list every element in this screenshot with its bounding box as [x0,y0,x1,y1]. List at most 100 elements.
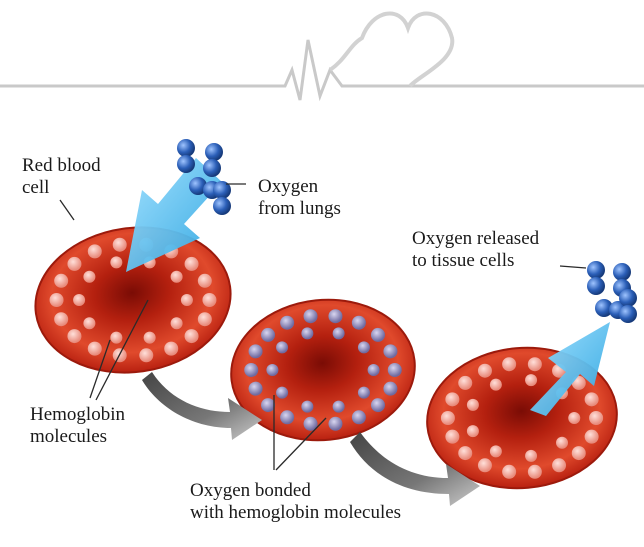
label-line: Oxygen [258,176,341,198]
hemoglobin-dot [585,430,599,444]
bonded-oxygen-dot [276,387,288,399]
bonded-oxygen-dot [244,363,258,377]
bonded-oxygen-dot [371,398,385,412]
oxygen-molecule-icon [177,139,637,323]
hemoglobin-dot [467,425,479,437]
hemoglobin-dot [88,244,102,258]
hemoglobin-dot [445,392,459,406]
hemoglobin-dot [478,458,492,472]
bonded-oxygen-dot [358,341,370,353]
hemoglobin-dot [83,271,95,283]
label-line: to tissue cells [412,250,539,272]
hemoglobin-dot [490,445,502,457]
oxygen-atom [587,261,605,279]
hemoglobin-dot [572,446,586,460]
hemoglobin-dot [589,411,603,425]
hemoglobin-dot [556,437,568,449]
hemoglobin-dot [171,317,183,329]
bonded-oxygen-dot [352,316,366,330]
hemoglobin-dot [171,271,183,283]
hemoglobin-dot [144,332,156,344]
hemoglobin-dot [502,357,516,371]
hemoglobin-dot [164,342,178,356]
label-line: with hemoglobin molecules [190,502,401,524]
label-hemoglobin-molecules: Hemoglobin molecules [30,404,125,448]
bonded-oxygen-dot [371,328,385,342]
hemoglobin-dot [113,238,127,252]
oxygen-atom [619,289,637,307]
oxygen-atom [203,159,221,177]
hemoglobin-dot [441,411,455,425]
hemoglobin-dot [139,348,153,362]
bonded-oxygen-dot [301,327,313,339]
hemoglobin-dot [73,294,85,306]
hemoglobin-dot [490,379,502,391]
bonded-oxygen-dot [280,316,294,330]
heart-ecg-logo [0,13,644,100]
hemoglobin-dot [458,376,472,390]
bonded-oxygen-dot [249,382,263,396]
label-oxygen-bonded: Oxygen bonded with hemoglobin molecules [190,480,401,524]
label-oxygen-released: Oxygen released to tissue cells [412,228,539,272]
bonded-oxygen-dot [304,309,318,323]
hemoglobin-dot [458,446,472,460]
bonded-oxygen-dot [383,382,397,396]
bonded-oxygen-dot [276,341,288,353]
hemoglobin-dot [525,374,537,386]
hemoglobin-dot [528,357,542,371]
hemoglobin-dot [585,392,599,406]
hemoglobin-dot [202,293,216,307]
oxygen-atom [177,155,195,173]
bonded-oxygen-dot [249,344,263,358]
hemoglobin-dot [198,312,212,326]
hemoglobin-dot [478,364,492,378]
hemoglobin-dot [185,329,199,343]
hemoglobin-dot [54,312,68,326]
bonded-oxygen-dot [383,344,397,358]
hemoglobin-dot [198,274,212,288]
label-oxygen-from-lungs: Oxygen from lungs [258,176,341,220]
oxygen-atom [205,143,223,161]
bonded-oxygen-dot [328,309,342,323]
oxygen-atom [177,139,195,157]
hemoglobin-dot [528,465,542,479]
label-red-blood-cell: Red blood cell [22,155,101,199]
hemoglobin-dot [50,293,64,307]
bonded-oxygen-dot [261,398,275,412]
hemoglobin-dot [110,332,122,344]
hemoglobin-dot [467,399,479,411]
label-line: Red blood [22,155,101,177]
label-line: molecules [30,426,125,448]
bonded-oxygen-dot [368,364,380,376]
hemoglobin-dot [67,329,81,343]
bonded-oxygen-dot [352,410,366,424]
hemoglobin-dot [525,450,537,462]
label-line: cell [22,177,101,199]
oxygen-atom [587,277,605,295]
hemoglobin-dot [181,294,193,306]
bonded-oxygen-dot [333,401,345,413]
bonded-oxygen-dot [333,327,345,339]
hemoglobin-dot [88,342,102,356]
bonded-oxygen-dot [266,364,278,376]
label-line: from lungs [258,198,341,220]
hemoglobin-dot [110,256,122,268]
hemoglobin-dot [185,257,199,271]
hemoglobin-dot [445,430,459,444]
bonded-oxygen-dot [280,410,294,424]
hemoglobin-dot [552,458,566,472]
hemoglobin-dot [502,465,516,479]
oxygen-atom [619,305,637,323]
oxygen-atom [613,263,631,281]
bonded-oxygen-dot [328,417,342,431]
hemoglobin-dot [67,257,81,271]
label-line: Hemoglobin [30,404,125,426]
bonded-oxygen-dot [358,387,370,399]
bonded-oxygen-dot [301,401,313,413]
hemoglobin-dot [54,274,68,288]
bonded-oxygen-dot [388,363,402,377]
oxygen-atom [213,197,231,215]
bonded-oxygen-dot [261,328,275,342]
